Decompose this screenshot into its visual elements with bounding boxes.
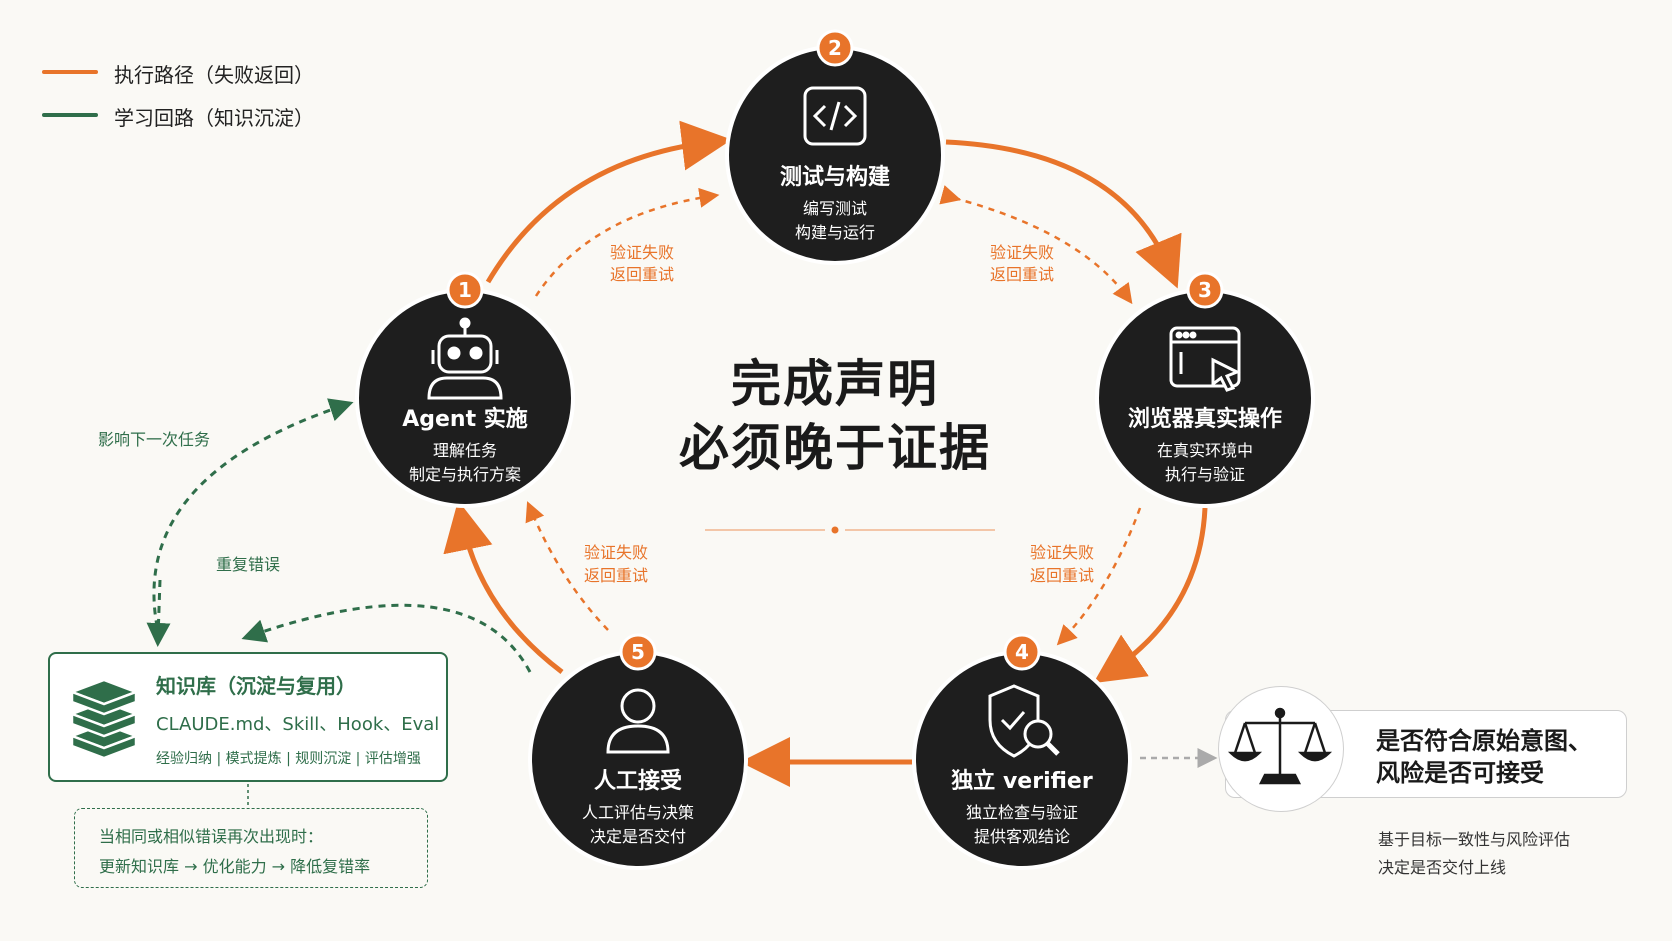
human-note-line1: 基于目标一致性与风险评估 bbox=[1378, 830, 1571, 849]
learn-arrow-down bbox=[146, 579, 171, 647]
legend-exec-label: 执行路径（失败返回） bbox=[114, 63, 314, 87]
node-5-sub1: 人工评估与决策 bbox=[582, 803, 694, 822]
node-test-build: 测试与构建 编写测试 构建与运行 bbox=[725, 45, 945, 265]
node-1-sub2: 制定与执行方案 bbox=[409, 465, 521, 484]
badge-3-num: 3 bbox=[1198, 278, 1212, 302]
center-title-line2: 必须晚于证据 bbox=[679, 419, 991, 477]
kb-items: CLAUDE.md、Skill、Hook、Eval bbox=[156, 714, 440, 735]
legend-swatches bbox=[42, 70, 98, 117]
node-browser: 浏览器真实操作 在真实环境中 执行与验证 bbox=[1095, 288, 1315, 508]
center-divider bbox=[705, 526, 995, 534]
browser-cursor-icon bbox=[1169, 326, 1241, 392]
scales-badge bbox=[1218, 686, 1344, 812]
badge-1-num: 1 bbox=[458, 278, 472, 302]
badge-5: 5 bbox=[619, 633, 657, 671]
learn-label-influence: 影响下一次任务 bbox=[98, 430, 210, 449]
human-note-line2: 决定是否交付上线 bbox=[1378, 858, 1507, 877]
robot-icon bbox=[427, 317, 503, 400]
exec-arrow-1-2 bbox=[485, 120, 732, 284]
node-1-sub1: 理解任务 bbox=[433, 441, 497, 460]
node-3-sub1: 在真实环境中 bbox=[1157, 441, 1253, 460]
node-4-sub2: 提供客观结论 bbox=[974, 827, 1070, 846]
human-decision-line2: 风险是否可接受 bbox=[1376, 759, 1544, 787]
fail-label-2-3-line1: 验证失败 bbox=[990, 243, 1054, 262]
kb-note-line1: 当相同或相似错误再次出现时： bbox=[99, 827, 324, 846]
fail-label-3-4-line2: 返回重试 bbox=[1030, 566, 1094, 585]
person-icon bbox=[606, 688, 670, 754]
fail-label-3-4-line1: 验证失败 bbox=[1030, 543, 1094, 562]
badge-4-num: 4 bbox=[1015, 640, 1029, 664]
kb-note: 当相同或相似错误再次出现时： 更新知识库 → 优化能力 → 降低复错率 bbox=[74, 808, 428, 888]
fail-label-1-2-line1: 验证失败 bbox=[610, 243, 674, 262]
node-5-title: 人工接受 bbox=[594, 768, 682, 794]
node-human: 人工接受 人工评估与决策 决定是否交付 bbox=[528, 650, 748, 870]
node-2-title: 测试与构建 bbox=[780, 164, 890, 190]
shield-search-icon bbox=[988, 684, 1060, 758]
node-4-sub1: 独立检查与验证 bbox=[966, 803, 1078, 822]
node-verifier: 独立 verifier 独立检查与验证 提供客观结论 bbox=[912, 650, 1132, 870]
learn-arrow-repeat bbox=[241, 603, 532, 673]
legend-learn-label: 学习回路（知识沉淀） bbox=[114, 106, 314, 130]
fail-label-5-1-line2: 返回重试 bbox=[584, 566, 648, 585]
books-icon bbox=[68, 678, 140, 760]
kb-note-line2: 更新知识库 → 优化能力 → 降低复错率 bbox=[99, 857, 371, 876]
learn-label-repeat: 重复错误 bbox=[216, 555, 280, 574]
center-title: 完成声明 必须晚于证据 bbox=[620, 352, 1050, 480]
kb-tags: 经验归纳 | 模式提炼 | 规则沉淀 | 评估增强 bbox=[156, 751, 421, 767]
badge-1: 1 bbox=[446, 271, 484, 309]
node-5-sub2: 决定是否交付 bbox=[590, 827, 686, 846]
badge-3: 3 bbox=[1186, 271, 1224, 309]
scales-icon bbox=[1227, 707, 1333, 785]
node-1-title: Agent 实施 bbox=[402, 406, 528, 432]
center-title-line1: 完成声明 bbox=[731, 355, 939, 413]
fail-arrow-5-1 bbox=[525, 501, 609, 631]
exec-arrow-5-1 bbox=[443, 500, 564, 674]
node-2-sub1: 编写测试 bbox=[803, 199, 867, 218]
exec-arrow-3-4 bbox=[1093, 507, 1208, 684]
code-icon bbox=[803, 86, 867, 146]
node-3-title: 浏览器真实操作 bbox=[1128, 406, 1282, 432]
badge-4: 4 bbox=[1003, 633, 1041, 671]
node-agent: Agent 实施 理解任务 制定与执行方案 bbox=[355, 288, 575, 508]
badge-5-num: 5 bbox=[631, 640, 645, 664]
node-4-title: 独立 verifier bbox=[951, 768, 1093, 794]
fail-arrow-2-3 bbox=[939, 185, 1133, 305]
node-2-sub2: 构建与运行 bbox=[795, 223, 875, 242]
badge-2-num: 2 bbox=[828, 36, 842, 60]
fail-arrow-2-1 bbox=[534, 187, 720, 297]
exec-arrow-2-3 bbox=[945, 139, 1182, 289]
badge-2: 2 bbox=[816, 29, 854, 67]
node-3-sub2: 执行与验证 bbox=[1165, 465, 1245, 484]
fail-label-5-1-line1: 验证失败 bbox=[584, 543, 648, 562]
human-decision-text: 是否符合原始意图、 风险是否可接受 bbox=[1376, 725, 1592, 789]
fail-label-1-2-line2: 返回重试 bbox=[610, 265, 674, 284]
human-decision-line1: 是否符合原始意图、 bbox=[1376, 727, 1592, 755]
learn-arrow-influence bbox=[152, 398, 354, 641]
fail-label-2-3-line2: 返回重试 bbox=[990, 265, 1054, 284]
kb-title: 知识库（沉淀与复用） bbox=[156, 674, 356, 698]
knowledge-base-card: 知识库（沉淀与复用） CLAUDE.md、Skill、Hook、Eval 经验归… bbox=[48, 652, 448, 782]
